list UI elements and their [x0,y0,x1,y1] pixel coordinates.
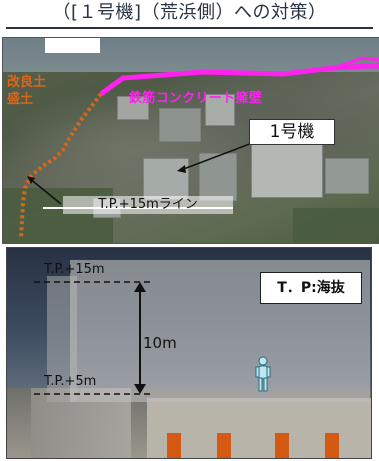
building [325,158,369,194]
title-underline [6,27,373,29]
embankment-label-line1: 改良土 [7,75,47,90]
embankment-line [19,92,103,239]
tp15-mark: T.P.+15m [44,262,105,277]
concrete-wall-line [99,63,379,97]
traffic-barrier [217,433,231,458]
aerial-photo-panel: 改良土 盛土 鉄筋コンクリート擁壁 1号機 T.P.+15mライン [2,37,379,244]
traffic-barrier [325,433,339,458]
line-arrow [28,177,62,205]
unit1-label: 1号機 [249,119,335,145]
building [205,94,235,126]
building [159,108,201,142]
tp15-line-label: T.P.+15mライン [63,196,233,214]
unit-arrow-head [177,165,186,173]
traffic-barrier [167,433,181,458]
line-arrow-head [27,176,35,184]
tp-legend: T．P:海抜 [260,272,362,304]
embankment-label: 改良土 盛土 [7,74,46,108]
height-label: 10m [143,334,177,352]
concrete-wall-line-upper [332,56,379,70]
tp5-mark: T.P.+5m [44,374,97,389]
height-arrow-top [134,282,146,292]
masked-area [45,38,100,53]
building [143,158,189,200]
person-icon [255,356,271,392]
height-arrow-bottom [134,384,146,394]
vegetation-area [293,208,379,243]
embankment-label-line2: 盛土 [7,92,34,107]
building [117,96,149,120]
page-title: （[１号機]（荒浜側）への対策） [52,2,327,23]
traffic-barrier [275,433,289,458]
concrete-wall-label: 鉄筋コンクリート擁壁 [129,91,263,106]
unit-arrow [180,141,256,171]
